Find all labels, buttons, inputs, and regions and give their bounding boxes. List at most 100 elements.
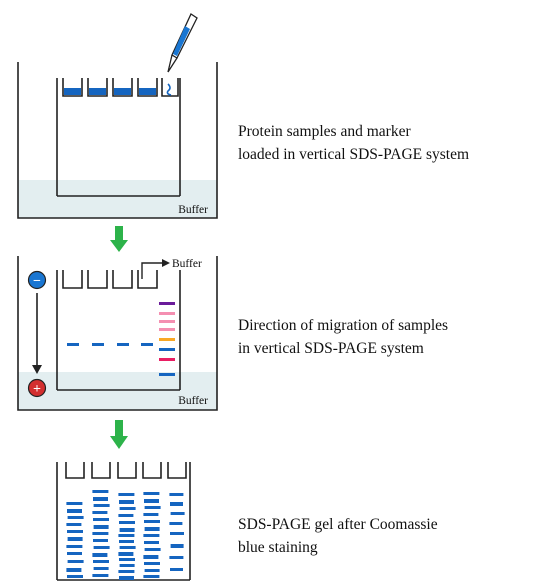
marker-band [159, 373, 175, 376]
gel-band [144, 527, 160, 531]
sample-band [141, 343, 153, 346]
gel-band [93, 539, 108, 542]
gel-band [144, 499, 159, 503]
down-arrow-icon [110, 226, 128, 252]
gel-band [93, 546, 110, 549]
gel-band [118, 570, 135, 573]
gel-band [119, 507, 136, 510]
cathode-symbol: − [33, 274, 41, 289]
gel-band [93, 525, 109, 529]
down-arrow-icon [110, 420, 128, 449]
caption-line: Protein samples and marker [238, 123, 411, 140]
buffer-label: Buffer [178, 204, 208, 216]
gel-band [92, 532, 109, 535]
gel-band [93, 560, 109, 563]
gel-band [92, 490, 109, 493]
stained-gel [56, 462, 191, 581]
gel-band [93, 504, 110, 507]
gel-band [67, 560, 84, 563]
loaded-sample [139, 88, 156, 95]
caption-line: in vertical SDS-PAGE system [238, 340, 424, 357]
anode-icon: + [27, 378, 47, 398]
gel-band [118, 534, 135, 537]
migration-arrowhead [32, 365, 42, 374]
gel-band [67, 509, 82, 513]
gel-band [144, 541, 159, 544]
step2-caption: Direction of migration of samples in ver… [238, 314, 448, 360]
anode-symbol: + [33, 382, 41, 397]
gel-band [144, 548, 161, 551]
gel-band [92, 553, 108, 557]
marker-ladder [159, 302, 175, 376]
sample-band [92, 343, 104, 346]
gel-band [143, 534, 160, 537]
gel-band [119, 564, 135, 567]
gel-band [143, 555, 159, 559]
marker-band [159, 328, 175, 331]
comb-wells [65, 462, 187, 479]
step1-caption: Protein samples and marker loaded in ver… [238, 120, 469, 166]
gel-band [144, 520, 160, 523]
buffer-fill [18, 180, 217, 218]
gel-band [119, 528, 135, 532]
gel-plates [56, 78, 181, 197]
marker-band [159, 358, 175, 361]
gel-band [93, 497, 108, 501]
gel-band [119, 546, 136, 549]
gel-band [170, 568, 183, 571]
marker-band [159, 338, 175, 341]
gel-band [66, 523, 82, 526]
gel-band [67, 575, 83, 578]
tank-outline [17, 62, 218, 219]
gel-band [169, 522, 183, 525]
gel-band [119, 576, 134, 580]
caption-line: blue staining [238, 539, 318, 556]
marker-band [159, 348, 175, 351]
gel-band [143, 492, 160, 495]
gel-band [67, 537, 83, 541]
gel-band [144, 506, 161, 509]
gel-band [66, 545, 83, 548]
gel-plates [56, 270, 181, 391]
tank-outline [17, 256, 218, 411]
caption-line: SDS-PAGE gel after Coomassie [238, 516, 438, 533]
gel-band [118, 552, 134, 556]
gel-band [170, 512, 185, 515]
comb-wells [62, 270, 158, 289]
gel-band [93, 518, 109, 521]
sample-band [67, 343, 79, 346]
gel-band [170, 544, 184, 548]
gel-band [66, 568, 82, 572]
loaded-sample [89, 88, 106, 95]
pipette-icon [167, 13, 198, 73]
buffer-fill [18, 372, 217, 410]
gel-band [169, 493, 184, 496]
gel-bands [66, 490, 185, 580]
caption-line: Direction of migration of samples [238, 317, 449, 334]
gel-band [144, 562, 160, 565]
gel-band [66, 502, 83, 505]
step3-caption: SDS-PAGE gel after Coomassie blue staini… [238, 513, 438, 559]
gel-band [169, 556, 184, 559]
marker-band [159, 302, 175, 305]
marker-band [159, 312, 175, 315]
gel-band [143, 575, 160, 578]
caption-line: loaded in vertical SDS-PAGE system [238, 146, 470, 163]
gel-band [118, 493, 135, 496]
gel-band [119, 500, 134, 504]
loaded-sample [64, 88, 81, 95]
gel-band [92, 511, 108, 514]
buffer-label-bottom: Buffer [178, 395, 208, 407]
gel-band [119, 558, 135, 561]
gel-band [92, 574, 109, 577]
buffer-flow-arrowhead [162, 259, 170, 267]
cathode-icon: − [27, 270, 47, 290]
gel-band [170, 532, 184, 535]
step1-tank: Buffer [17, 13, 218, 219]
gel-band [67, 552, 82, 555]
loaded-sample [114, 88, 131, 95]
gel-band [119, 540, 134, 543]
gel-band [67, 530, 83, 533]
gel-band [93, 567, 109, 570]
